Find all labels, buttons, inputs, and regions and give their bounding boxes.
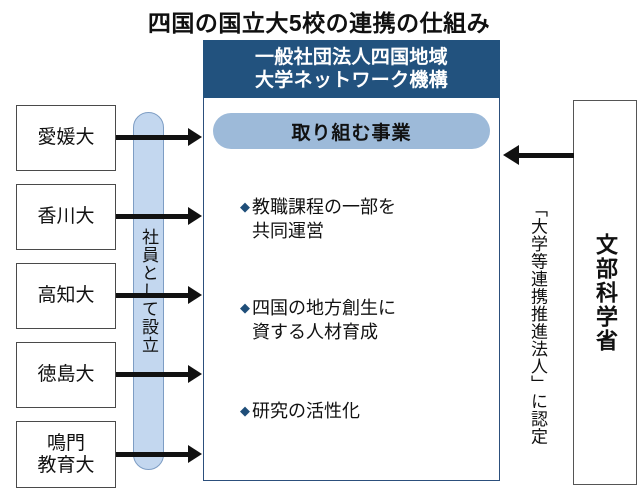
bullet-diamond-icon: ◆ <box>240 199 250 214</box>
university-box-tokushima: 徳島大 <box>16 342 116 408</box>
initiatives-pill: 取り組む事業 <box>213 113 490 149</box>
university-label-line2: 教育大 <box>37 454 95 476</box>
arrow-line-tokushima <box>116 372 190 377</box>
initiative-item-3: ◆研究の活性化 <box>240 400 490 424</box>
arrow-line-kochi <box>116 293 190 298</box>
university-box-kochi: 高知大 <box>16 263 116 329</box>
university-label: 香川大 <box>37 206 95 228</box>
arrow-head-kochi-icon <box>188 286 202 304</box>
organization-name-line1: 一般社団法人四国地域 <box>254 46 448 68</box>
initiative-item-2: ◆四国の地方創生に 資する人材育成 <box>240 297 490 345</box>
university-label: 徳島大 <box>37 364 95 386</box>
university-label-line1: 鳴門 <box>46 433 85 455</box>
arrow-line-kagawa <box>116 214 190 219</box>
initiative-text-line1: 四国の地方創生に <box>252 298 396 318</box>
initiative-text-line1: 教職課程の一部を <box>252 197 396 217</box>
arrow-line-ministry <box>518 153 574 158</box>
arrow-head-ehime-icon <box>188 128 202 146</box>
arrow-head-ministry-icon <box>503 145 519 165</box>
bullet-diamond-icon: ◆ <box>240 403 250 418</box>
arrow-line-ehime <box>116 135 190 140</box>
certification-annotation: 「大学等連携推進法人」に認定 <box>528 199 547 445</box>
initiative-text-line2: 共同運営 <box>252 220 324 241</box>
initiative-text-line1: 研究の活性化 <box>252 401 360 421</box>
university-box-ehime: 愛媛大 <box>16 105 116 171</box>
university-box-kagawa: 香川大 <box>16 184 116 250</box>
university-box-naruto-kyoiku: 鳴門 教育大 <box>16 421 116 488</box>
organization-header: 一般社団法人四国地域 大学ネットワーク機構 <box>203 40 500 98</box>
bullet-diamond-icon: ◆ <box>240 300 250 315</box>
university-label: 愛媛大 <box>37 127 95 149</box>
arrow-head-kagawa-icon <box>188 207 202 225</box>
arrow-head-tokushima-icon <box>188 365 202 383</box>
university-label: 高知大 <box>37 285 95 307</box>
arrow-line-naruto <box>116 452 190 457</box>
initiative-text-line2: 資する人材育成 <box>252 321 378 342</box>
organization-name-line2: 大学ネットワーク機構 <box>254 70 448 91</box>
arrow-head-naruto-icon <box>188 445 202 463</box>
ministry-box <box>573 100 637 485</box>
initiative-item-1: ◆教職課程の一部を 共同運営 <box>240 196 490 244</box>
page-title: 四国の国立大5校の連携の仕組み <box>147 10 491 36</box>
membership-capsule <box>133 112 164 470</box>
